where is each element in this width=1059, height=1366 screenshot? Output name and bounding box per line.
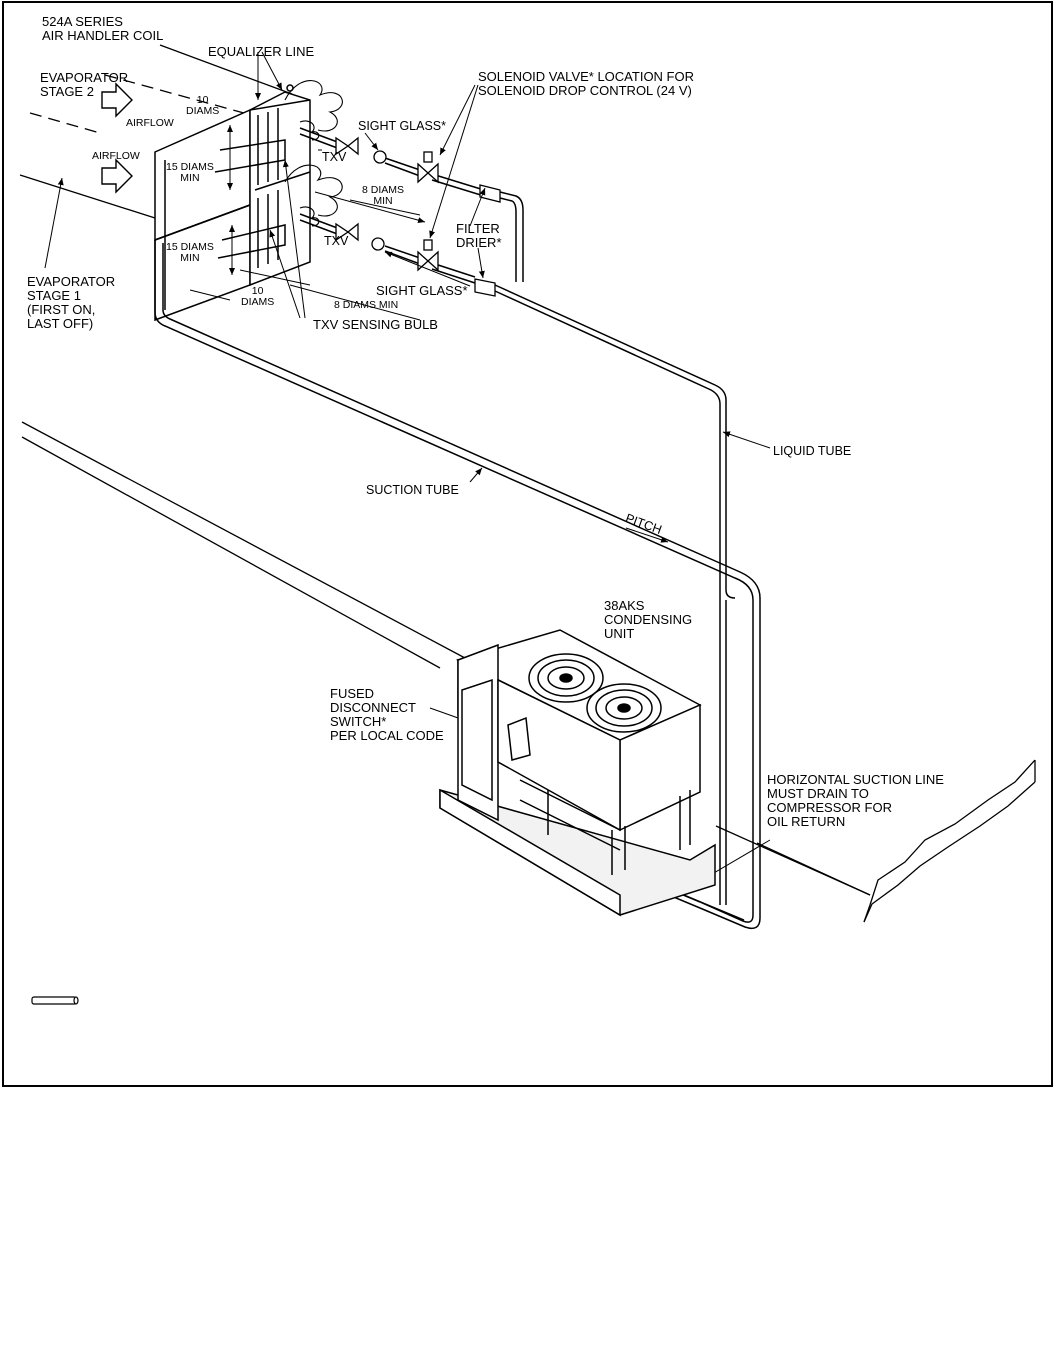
airflow-label-top: AIRFLOW <box>126 117 174 129</box>
txv-valves <box>335 136 359 242</box>
eight-diams-top-label: 8 DIAMS MIN <box>362 184 405 207</box>
sight-glass-bottom-label: SIGHT GLASS* <box>376 283 468 298</box>
eight-diams-bottom-label: 8 DIAMS MIN <box>334 299 399 311</box>
airflow-arrows <box>101 82 133 194</box>
fifteen-diams-top-label: 15 DIAMS MIN <box>166 161 214 184</box>
fifteen-diams-bottom-label: 15 DIAMS MIN <box>166 241 214 264</box>
legend-pipe-symbol <box>31 996 79 1005</box>
liquid-tube-label: LIQUID TUBE <box>773 444 852 458</box>
txv-sensing-bulb-label: TXV SENSING BULB <box>313 317 438 332</box>
ten-diams-top-label: 10 DIAMS <box>186 94 220 117</box>
figure-frame <box>2 1 1053 1087</box>
ten-diams-bottom-label: 10 DIAMS <box>241 285 275 308</box>
solenoid-valves <box>417 151 439 272</box>
suction-tube-label: SUCTION TUBE <box>366 483 459 497</box>
evaporator-stage1-label: EVAPORATOR STAGE 1 (FIRST ON, LAST OFF) <box>27 274 116 331</box>
filter-drier-label: FILTER DRIER* <box>456 221 502 250</box>
sight-glasses <box>371 150 387 251</box>
building-plane-lines <box>19 44 1036 923</box>
equalizer-line-label: EQUALIZER LINE <box>208 44 315 59</box>
airflow-label-bottom: AIRFLOW <box>92 150 140 162</box>
condensing-unit-label: 38AKS CONDENSING UNIT <box>604 598 693 641</box>
solenoid-valve-label: SOLENOID VALVE* LOCATION FOR SOLENOID DR… <box>478 69 694 98</box>
sight-glass-top-label: SIGHT GLASS* <box>358 119 446 133</box>
filter-driers <box>474 184 501 297</box>
refrigerant-tubes <box>154 127 761 930</box>
evaporator-stage2-label: EVAPORATOR STAGE 2 <box>40 70 129 99</box>
txv-top-label: TXV <box>322 150 347 164</box>
horizontal-suction-line-label: HORIZONTAL SUCTION LINE MUST DRAIN TO CO… <box>767 772 944 829</box>
txv-bottom-label: TXV <box>324 234 349 248</box>
evaporator-coil-assembly <box>154 84 311 322</box>
fused-disconnect-label: FUSED DISCONNECT SWITCH* PER LOCAL CODE <box>330 686 444 743</box>
condensing-unit <box>439 629 716 917</box>
air-handler-coil-label: 524A SERIES AIR HANDLER COIL <box>42 14 164 43</box>
